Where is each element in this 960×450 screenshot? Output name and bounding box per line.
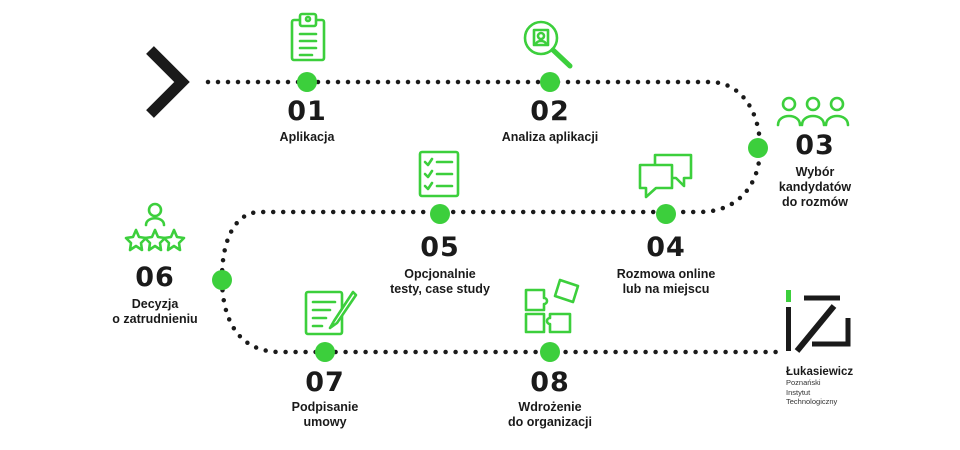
- contract-pen-icon: [304, 290, 358, 336]
- chat-bubbles-icon: [638, 153, 693, 199]
- step-number-07: 07: [305, 367, 345, 398]
- step-number-01: 01: [287, 96, 327, 127]
- node-07: [315, 342, 335, 362]
- step-label-02: Analiza aplikacji: [501, 130, 599, 144]
- step-number-05: 05: [420, 232, 460, 263]
- people-group-icon: [776, 96, 850, 127]
- step-number-03: 03: [795, 130, 835, 161]
- puzzle-icon: [524, 278, 580, 334]
- node-06: [212, 270, 232, 290]
- person-stars-icon: [124, 202, 186, 252]
- node-08: [540, 342, 560, 362]
- checklist-icon: [418, 150, 460, 198]
- lukasiewicz-logo-icon: [786, 290, 851, 353]
- step-number-02: 02: [530, 96, 570, 127]
- step-number-06: 06: [135, 262, 175, 293]
- brand-subtitle: Poznański Instytut Technologiczny: [786, 378, 838, 406]
- brand-block: Łukasiewicz Poznański Instytut Technolog…: [786, 366, 853, 407]
- node-01: [297, 72, 317, 92]
- step-label-01: Aplikacja: [279, 130, 335, 144]
- step-number-08: 08: [530, 367, 570, 398]
- step-number-04: 04: [646, 232, 686, 263]
- node-04: [656, 204, 676, 224]
- node-03: [748, 138, 768, 158]
- application-form-icon: [290, 12, 326, 62]
- step-nodes: [212, 72, 768, 362]
- node-05: [430, 204, 450, 224]
- node-02: [540, 72, 560, 92]
- magnifier-profile-icon: [523, 20, 573, 69]
- start-chevron-icon: [146, 46, 190, 118]
- brand-name: Łukasiewicz: [786, 366, 854, 378]
- dotted-path: [205, 79, 783, 355]
